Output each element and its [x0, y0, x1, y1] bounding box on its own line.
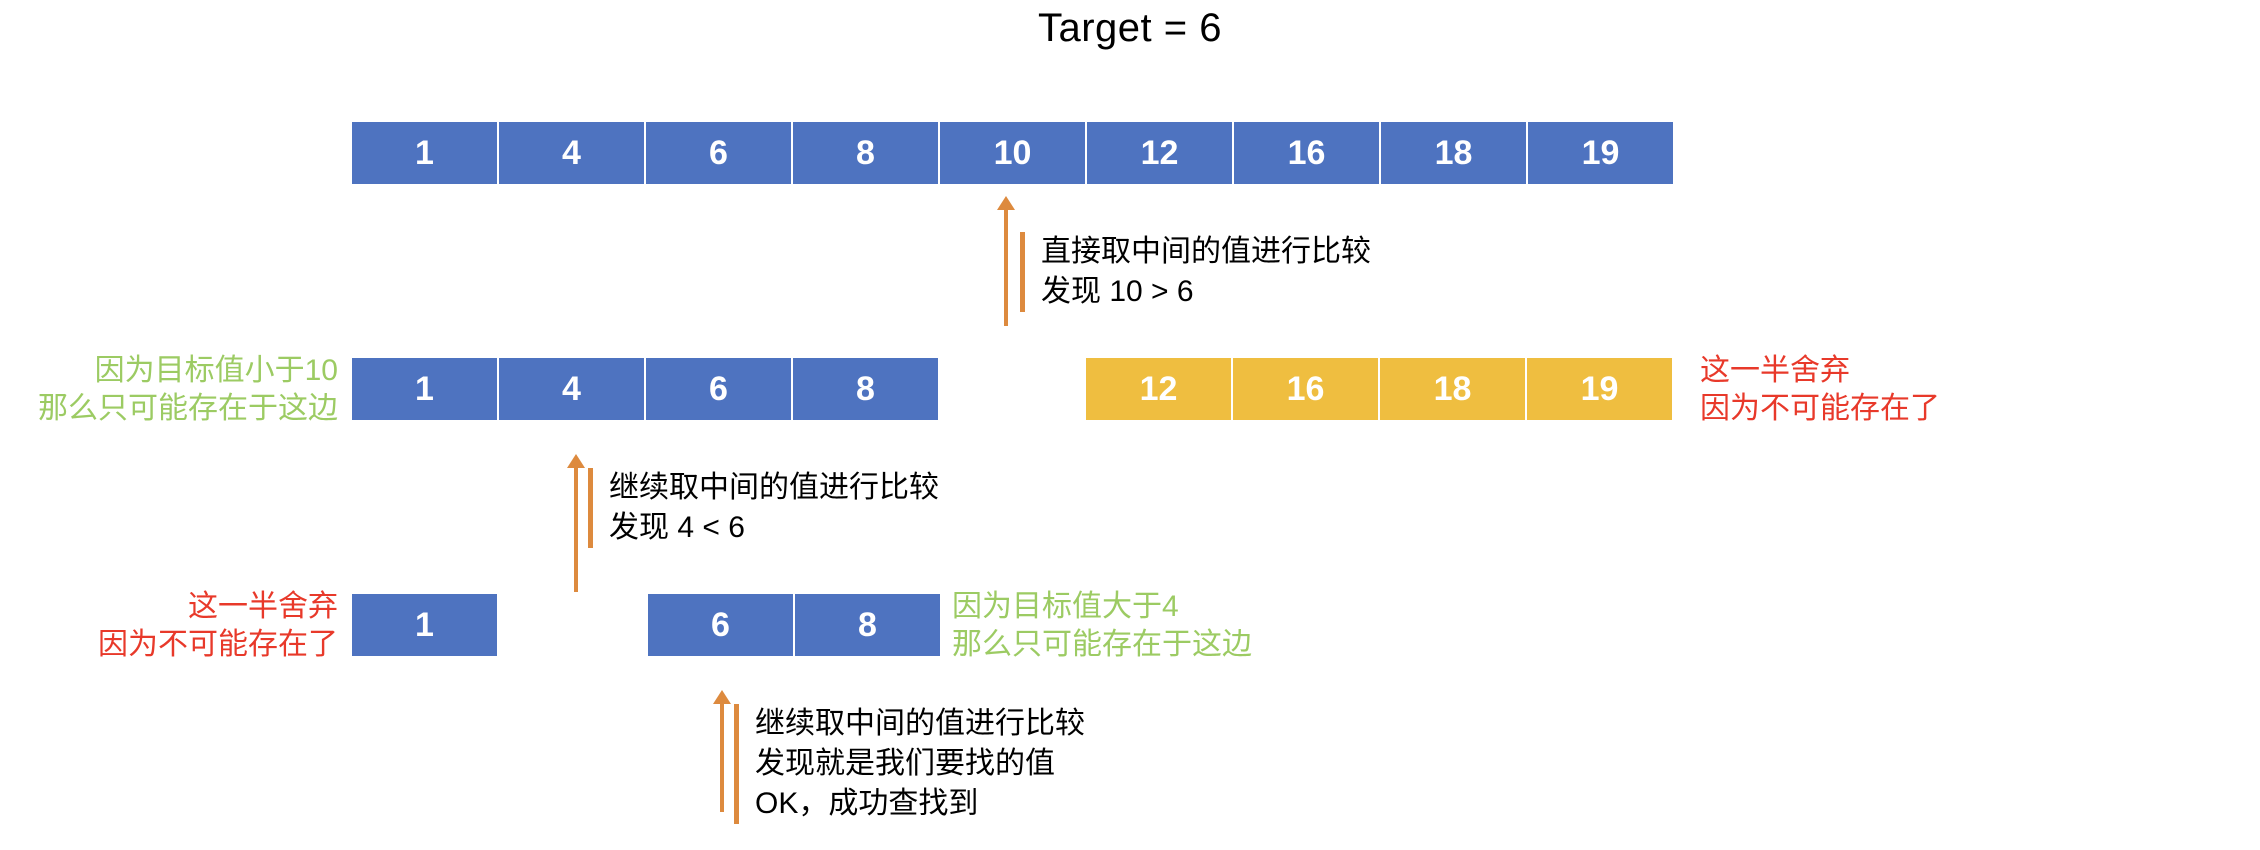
arrow-shaft — [574, 465, 578, 592]
side-label-line: 因为目标值大于4 — [952, 590, 1179, 623]
array-cell-discarded: 18 — [1380, 358, 1525, 420]
annotation-line: 发现 10 > 6 — [1041, 274, 1194, 308]
array-cell-discarded: 19 — [1527, 358, 1672, 420]
array-cell-discarded: 16 — [1233, 358, 1378, 420]
array-cell: 1 — [352, 358, 497, 420]
side-label-line: 那么只可能存在于这边 — [952, 627, 1252, 661]
array-cell: 16 — [1234, 122, 1379, 184]
array-cell: 6 — [646, 358, 791, 420]
side-label-line: 因为目标值小于10 — [94, 354, 338, 387]
annotation-line: 发现就是我们要找的值 — [755, 746, 1055, 780]
arrow-head-icon — [567, 454, 585, 468]
array-cell-midpoint: 4 — [499, 358, 644, 420]
array-cell-midpoint: 6 — [648, 594, 793, 656]
array-row-step-2-discarded: 12 16 18 19 — [1086, 358, 1672, 420]
array-cell-discarded: 12 — [1086, 358, 1231, 420]
array-row-step-2-kept: 1 4 6 8 — [352, 358, 938, 420]
arrow-shaft — [1004, 207, 1008, 326]
array-cell: 8 — [795, 594, 940, 656]
keep-label-step-2: 因为目标值小于10 那么只可能存在于这边 — [0, 352, 338, 427]
annotation-step-3: 继续取中间的值进行比较 发现就是我们要找的值 OK，成功查找到 — [734, 704, 1085, 824]
array-row-step-3-kept: 6 8 — [648, 594, 940, 656]
array-cell: 8 — [793, 358, 938, 420]
annotation-line: 发现 4 < 6 — [609, 510, 745, 544]
array-cell: 1 — [352, 122, 497, 184]
keep-label-step-3: 因为目标值大于4 那么只可能存在于这边 — [952, 588, 1252, 663]
midpoint-arrow-step-3 — [712, 690, 732, 812]
side-label-line: 因为不可能存在了 — [98, 627, 338, 661]
midpoint-arrow-step-2 — [566, 454, 586, 592]
array-cell: 8 — [793, 122, 938, 184]
midpoint-arrow-step-1 — [996, 196, 1016, 326]
discard-label-step-3: 这一半舍弃 因为不可能存在了 — [0, 588, 338, 663]
arrow-shaft — [720, 701, 724, 812]
side-label-line: 这一半舍弃 — [188, 590, 338, 623]
annotation-step-1: 直接取中间的值进行比较 发现 10 > 6 — [1020, 232, 1371, 312]
side-label-line: 这一半舍弃 — [1700, 354, 1850, 387]
array-cell-midpoint: 10 — [940, 122, 1085, 184]
page-title: Target = 6 — [1037, 6, 1222, 50]
annotation-step-2: 继续取中间的值进行比较 发现 4 < 6 — [588, 468, 939, 548]
annotation-line: 继续取中间的值进行比较 — [755, 707, 1085, 740]
array-cell: 6 — [646, 122, 791, 184]
discard-label-step-2: 这一半舍弃 因为不可能存在了 — [1700, 352, 1940, 427]
side-label-line: 那么只可能存在于这边 — [38, 391, 338, 425]
array-cell: 18 — [1381, 122, 1526, 184]
arrow-head-icon — [997, 196, 1015, 210]
array-cell: 1 — [352, 594, 497, 656]
array-cell: 19 — [1528, 122, 1673, 184]
annotation-line: OK，成功查找到 — [755, 786, 979, 820]
array-cell: 4 — [499, 122, 644, 184]
side-label-line: 因为不可能存在了 — [1700, 391, 1940, 425]
annotation-line: 继续取中间的值进行比较 — [609, 471, 939, 504]
arrow-head-icon — [713, 690, 731, 704]
annotation-line: 直接取中间的值进行比较 — [1041, 235, 1371, 268]
array-row-step-1: 1 4 6 8 10 12 16 18 19 — [352, 122, 1673, 184]
array-row-step-3-discarded: 1 — [352, 594, 497, 656]
array-cell: 12 — [1087, 122, 1232, 184]
